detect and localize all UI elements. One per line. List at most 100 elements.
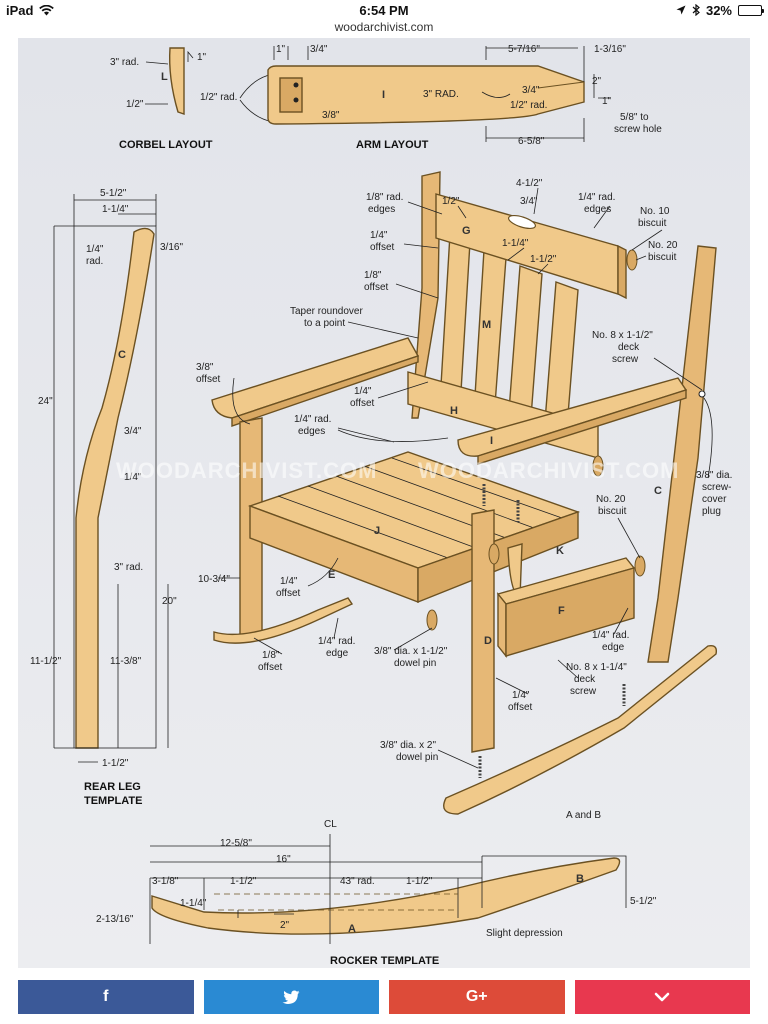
rear-leg-dim-lines xyxy=(53,194,169,763)
arm-shape xyxy=(267,65,585,125)
arm-dim-6: 1-3/16" xyxy=(594,44,626,55)
note-17: offset xyxy=(364,282,388,293)
arm-dim-13: 6-5/8" xyxy=(518,136,545,147)
arm-right-edge xyxy=(477,389,687,465)
arm-dim-lines xyxy=(273,46,610,142)
corbel-caption: CORBEL LAYOUT xyxy=(119,139,213,151)
rear-leg-dim-10: 20" xyxy=(162,596,177,607)
rocker-dim-6: 1-1/2" xyxy=(406,876,433,887)
twitter-icon xyxy=(282,990,300,1004)
rocker-dim-1: 12-5/8" xyxy=(220,838,252,849)
arm-dim-5: 5-7/16" xyxy=(508,44,540,55)
corbel-shape xyxy=(169,47,185,115)
rocker-dim-4: 1-1/2" xyxy=(230,876,257,887)
note-27: 1/4" rad. xyxy=(294,414,331,425)
rear-leg-dim-11: 11-1/2" xyxy=(30,656,62,667)
wifi-icon xyxy=(39,4,55,15)
part-a-and-b: A and B xyxy=(566,810,601,821)
status-right: 32% xyxy=(676,2,764,18)
note-9: biscuit xyxy=(638,218,667,229)
note-41: edge xyxy=(326,648,349,659)
rocker-dim-10: 5-1/2" xyxy=(630,896,657,907)
part-m: M xyxy=(482,319,491,331)
twitter-share-button[interactable] xyxy=(203,980,379,1014)
note-11: biscuit xyxy=(648,252,677,263)
note-1: 1/8" rad. xyxy=(366,192,403,203)
note-42: 3/8" dia. x 1-1/2" xyxy=(374,646,448,657)
arm-dim-7: 2" xyxy=(592,76,602,87)
biscuit-2 xyxy=(592,455,604,477)
rear-leg-dim-13: 1-1/2" xyxy=(102,758,129,769)
rear-leg-caption-1: REAR LEG xyxy=(84,781,141,793)
rear-leg-dim-7: 3/4" xyxy=(124,426,142,437)
rocker-caption: ROCKER TEMPLATE xyxy=(330,955,439,967)
note-20: No. 8 x 1-1/2" xyxy=(592,330,653,341)
battery-percent: 32% xyxy=(705,2,732,18)
arm-dim-12: screw hole xyxy=(614,124,662,135)
note-28: edges xyxy=(298,426,325,437)
rocker-dim-8: 2" xyxy=(280,920,290,931)
part-j: J xyxy=(374,525,380,537)
status-left: iPad xyxy=(6,2,55,18)
status-time: 6:54 PM xyxy=(359,3,409,18)
biscuit-3 xyxy=(634,555,646,577)
note-50: offset xyxy=(508,702,532,713)
note-6: 1/4" rad. xyxy=(578,192,615,203)
image-viewer[interactable]: L 3" rad. 1" 1/2" 1/2" rad. CORBEL LAYOU… xyxy=(18,38,750,968)
device-name: iPad xyxy=(6,2,34,18)
note-35: 10-3/4" xyxy=(198,574,230,585)
url-bar[interactable]: woodarchivist.com xyxy=(334,20,434,34)
rear-leg-dim-2: 1-1/4" xyxy=(102,204,129,215)
note-43: dowel pin xyxy=(394,658,436,669)
note-36: 1/4" xyxy=(280,576,298,587)
plan-drawing: L 3" rad. 1" 1/2" 1/2" rad. CORBEL LAYOU… xyxy=(18,38,750,968)
part-g: G xyxy=(462,225,471,237)
arm-part: I xyxy=(382,89,385,101)
rear-leg-dim-6: 24" xyxy=(38,396,53,407)
arm-dim-11: 5/8" to xyxy=(620,112,649,123)
front-post-right xyxy=(471,509,495,753)
rocker-dim-7: 1-1/4" xyxy=(180,898,207,909)
note-4: 4-1/2" xyxy=(516,178,543,189)
note-29: 3/8" dia. xyxy=(696,470,732,481)
note-14: 1-1/4" xyxy=(502,238,529,249)
note-19: to a point xyxy=(304,318,345,329)
note-24: offset xyxy=(196,374,220,385)
note-47: deck xyxy=(574,674,596,685)
note-7: edges xyxy=(584,204,611,215)
arm-hole-2 xyxy=(293,97,299,103)
share-bar: f G+ xyxy=(18,980,750,1014)
facebook-share-button[interactable]: f xyxy=(18,980,194,1014)
rear-leg-dim-12: 11-3/8" xyxy=(110,656,142,667)
arm-layout: I 1" 3/4" 3" RAD. 3/8" 5-7/16" 1-3/16" 2… xyxy=(267,44,662,151)
note-39: offset xyxy=(258,662,282,673)
note-48: screw xyxy=(570,686,597,697)
more-share-button[interactable] xyxy=(574,980,750,1014)
rear-leg-shape xyxy=(75,227,155,749)
note-18: Taper roundover xyxy=(290,306,363,317)
stretcher-end xyxy=(497,592,507,658)
note-15: 1-1/2" xyxy=(530,254,557,265)
part-i: I xyxy=(490,435,493,447)
corbel-dim-1: 3" rad. xyxy=(110,57,139,68)
google-plus-share-button[interactable]: G+ xyxy=(389,980,565,1014)
arm-dim-4: 3/8" xyxy=(322,110,340,121)
battery-icon xyxy=(738,4,764,16)
rear-leg-right xyxy=(647,245,717,663)
watermark-1: WOODARCHIVIST.COM xyxy=(116,458,377,483)
arm-notch xyxy=(279,77,303,113)
note-22: screw xyxy=(612,354,639,365)
note-13: offset xyxy=(370,242,394,253)
rocker-template-shape xyxy=(151,857,621,935)
rear-leg-part: C xyxy=(118,349,126,361)
note-51: 3/8" dia. x 2" xyxy=(380,740,436,751)
note-5: 3/4" xyxy=(520,196,538,207)
bluetooth-icon xyxy=(692,4,700,16)
screw-plug xyxy=(698,390,706,398)
note-31: cover xyxy=(702,494,727,505)
rear-leg-template: C 5-1/2" 1-1/4" 1/4" rad. 3/16" 24" 3/4"… xyxy=(30,188,183,807)
rear-leg-box xyxy=(73,225,157,749)
rear-leg-left xyxy=(411,171,441,419)
note-30: screw- xyxy=(702,482,731,493)
seat-slat-lines xyxy=(277,457,563,559)
